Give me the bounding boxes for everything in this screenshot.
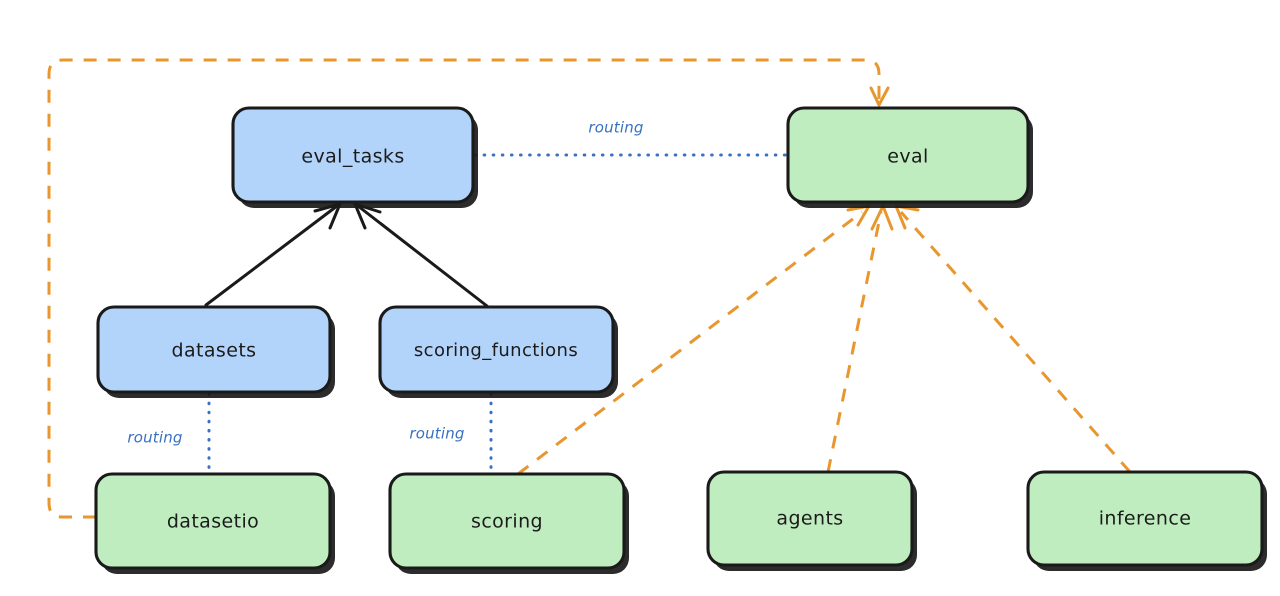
node-scoring[interactable]: scoring [388, 472, 629, 574]
edge-scoring-functions-eval-tasks [353, 202, 489, 308]
node-datasets-box[interactable] [96, 305, 332, 394]
node-scoring-label: scoring [471, 511, 543, 533]
edge-datasetio-eval [47, 58, 890, 519]
node-scoring-functions-label: scoring_functions [414, 340, 578, 361]
node-scoring-functions-box[interactable] [378, 305, 615, 394]
node-datasets[interactable]: datasets [96, 305, 335, 398]
edge-inference-eval [894, 204, 1132, 473]
edge-label-routing-scoring-functions-scoring: routing [409, 425, 464, 443]
node-datasets-label: datasets [172, 340, 257, 362]
edge-datasets-eval-tasks [204, 202, 342, 307]
node-scoring-functions[interactable]: scoring_functions [378, 305, 618, 398]
node-eval-tasks[interactable]: eval_tasks [231, 106, 478, 208]
node-datasetio-label: datasetio [167, 511, 259, 533]
node-datasetio[interactable]: datasetio [94, 472, 335, 574]
edge-agents-eval [826, 204, 894, 473]
edge-label-routing-eval-tasks-eval: routing [588, 119, 643, 137]
node-eval-tasks-label: eval_tasks [301, 146, 404, 168]
node-eval[interactable]: eval [786, 106, 1033, 208]
node-agents-box[interactable] [706, 470, 914, 567]
node-inference-label: inference [1099, 508, 1192, 530]
node-scoring-box[interactable] [388, 472, 626, 570]
node-eval-tasks-box[interactable] [231, 106, 475, 204]
node-eval-box[interactable] [786, 106, 1030, 204]
node-agents-label: agents [776, 508, 843, 530]
node-agents[interactable]: agents [706, 470, 917, 571]
node-datasetio-box[interactable] [94, 472, 332, 570]
node-inference-box[interactable] [1026, 470, 1264, 567]
node-eval-label: eval [887, 146, 928, 168]
edge-label-routing-datasets-datasetio: routing [127, 429, 182, 447]
node-inference[interactable]: inference [1026, 470, 1267, 571]
